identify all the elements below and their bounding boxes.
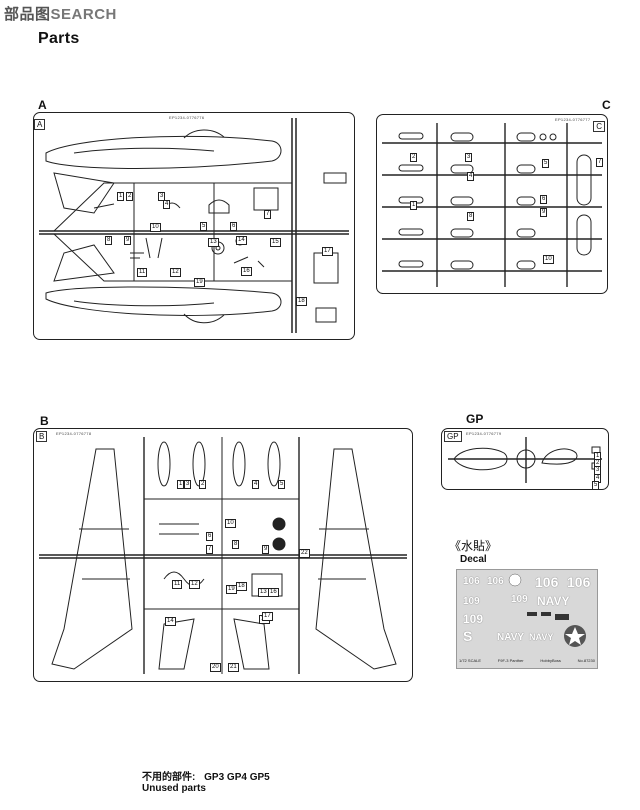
decal-marking: NAVY bbox=[497, 632, 525, 643]
decal-scale: 1/72 SCALE bbox=[459, 658, 482, 663]
decal-insignia bbox=[508, 573, 586, 647]
unused-parts-line: 不用的部件: GP3 GP4 GP5 bbox=[142, 768, 270, 783]
part-number-b: 5 bbox=[278, 480, 286, 489]
part-number-a: 18 bbox=[296, 297, 307, 306]
sprue-a-drawing bbox=[39, 118, 349, 333]
sprue-c-drawing bbox=[382, 123, 602, 287]
part-number-a: 7 bbox=[264, 210, 272, 219]
part-number-b: 19 bbox=[226, 585, 237, 594]
part-number-b: 2 bbox=[199, 480, 207, 489]
part-number-a: 8 bbox=[105, 236, 113, 245]
sprue-gp-tag: GP bbox=[444, 431, 462, 442]
part-number-b: 14 bbox=[165, 617, 176, 626]
part-number-a: 2 bbox=[126, 192, 134, 201]
decal-marking: 109 bbox=[463, 596, 480, 607]
decal-heading-en: Decal bbox=[460, 554, 487, 565]
part-number-a: 15 bbox=[270, 238, 281, 247]
sprue-c-label: C bbox=[602, 98, 611, 112]
decal-heading-cn: 《水貼》 bbox=[449, 539, 498, 553]
part-number-a: 1 bbox=[117, 192, 125, 201]
decal-marking: 106 bbox=[567, 574, 591, 590]
part-number-a: 16 bbox=[241, 267, 252, 276]
part-number-a: 12 bbox=[170, 268, 181, 277]
part-number-b: 22 bbox=[299, 549, 310, 558]
sprue-gp-code: EP1234-0776779 bbox=[466, 431, 502, 436]
part-number-c: 3 bbox=[465, 153, 473, 162]
sprue-b-drawing bbox=[39, 437, 407, 674]
part-number-a: 11 bbox=[137, 268, 148, 277]
decal-brand: HobbyBoss bbox=[540, 658, 561, 663]
decal-footer: 1/72 SCALE F9F-3 Panther HobbyBoss No.87… bbox=[459, 658, 595, 663]
decal-marking: NAVY bbox=[537, 594, 570, 608]
sprue-gp-drawing bbox=[448, 437, 602, 483]
decal-marking: 106 bbox=[535, 574, 559, 590]
sprue-c-code: EP1234-0776777 bbox=[555, 117, 591, 122]
decal-marking: 109 bbox=[511, 594, 528, 605]
sprue-b-frame: B EP1234-0776778 bbox=[33, 428, 413, 682]
part-number-a: 3 bbox=[158, 192, 166, 201]
sprue-a-frame: A EP1234-0776776 bbox=[33, 112, 355, 340]
part-number-gp: 5 bbox=[592, 481, 600, 490]
watermark-cn: 部品图 bbox=[4, 6, 51, 23]
decal-model: F9F-3 Panther bbox=[497, 658, 524, 663]
part-number-c: 5 bbox=[542, 159, 550, 168]
part-number-b: 8 bbox=[232, 540, 240, 549]
part-number-c: 7 bbox=[596, 158, 604, 167]
part-number-b: 6 bbox=[206, 532, 214, 541]
part-number-b: 18 bbox=[236, 582, 247, 591]
part-number-b: 21 bbox=[228, 663, 239, 672]
decal-marking: 106 bbox=[487, 576, 504, 587]
part-number-a: 5 bbox=[200, 222, 208, 231]
decal-marking: NAVY bbox=[529, 632, 554, 642]
part-number-c: 4 bbox=[467, 172, 475, 181]
sprue-c-tag: C bbox=[593, 121, 605, 132]
part-number-c: 6 bbox=[540, 195, 548, 204]
part-number-a: 14 bbox=[236, 236, 247, 245]
part-number-b: 16 bbox=[268, 588, 279, 597]
sprue-b-code: EP1234-0776778 bbox=[56, 431, 92, 436]
sprue-a-code: EP1234-0776776 bbox=[169, 115, 205, 120]
part-number-c: 9 bbox=[540, 208, 548, 217]
sprue-b-tag: B bbox=[36, 431, 48, 442]
part-number-c: 8 bbox=[467, 212, 475, 221]
decal-marking: S bbox=[463, 628, 473, 644]
decal-number: No.87230 bbox=[577, 658, 595, 663]
part-number-b: 11 bbox=[172, 580, 183, 589]
part-number-b: 20 bbox=[210, 663, 221, 672]
part-number-a: 10 bbox=[150, 223, 161, 232]
part-number-b: 10 bbox=[225, 519, 236, 528]
sprue-b-label: B bbox=[40, 414, 49, 428]
part-number-c: 1 bbox=[410, 201, 418, 210]
part-number-a: 6 bbox=[230, 222, 238, 231]
part-number-c: 10 bbox=[543, 255, 554, 264]
watermark-en: SEARCH bbox=[50, 6, 117, 23]
part-number-b: 17 bbox=[262, 612, 273, 621]
part-number-a: 13 bbox=[208, 238, 219, 247]
part-number-c: 2 bbox=[410, 153, 418, 162]
sprue-gp-label: GP bbox=[466, 412, 484, 426]
decal-marking: 106 bbox=[463, 576, 480, 587]
sprue-gp-frame: GP EP1234-0776779 bbox=[441, 428, 609, 490]
watermark: 部品图SEARCH bbox=[4, 3, 117, 24]
part-number-a: 19 bbox=[194, 278, 205, 287]
unused-label-cn: 不用的部件: bbox=[142, 772, 196, 783]
part-number-b: 9 bbox=[262, 545, 270, 554]
part-number-b: 4 bbox=[252, 480, 260, 489]
sprue-a-tag: A bbox=[34, 119, 46, 130]
sprue-a-label: A bbox=[38, 98, 47, 112]
part-number-b: 12 bbox=[189, 580, 200, 589]
part-number-a: 9 bbox=[124, 236, 132, 245]
unused-label-en: Unused parts bbox=[142, 783, 206, 794]
part-number-b: 7 bbox=[206, 545, 214, 554]
part-number-a: 17 bbox=[322, 247, 333, 256]
decal-marking: 109 bbox=[463, 612, 484, 626]
decal-sheet: 106 106 106 106 109 109 NAVY 109 NAVY S … bbox=[456, 569, 598, 669]
part-number-b: 1 bbox=[177, 480, 185, 489]
page-title: Parts bbox=[38, 30, 80, 47]
unused-parts-list: GP3 GP4 GP5 bbox=[204, 772, 270, 783]
part-number-a: 4 bbox=[163, 200, 171, 209]
part-number-b: 3 bbox=[184, 480, 192, 489]
